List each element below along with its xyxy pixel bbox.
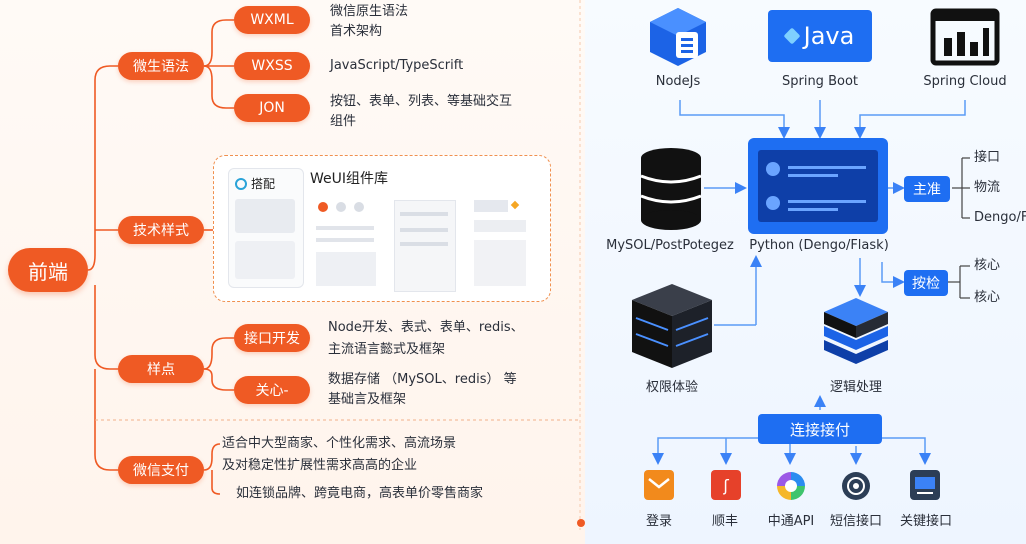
check-item-core-2: 核心 (974, 290, 1001, 305)
sf-logo-icon: ʃ (711, 470, 741, 500)
pay-desc-2: 及对稳定性扩展性需求高高的企业 (222, 458, 418, 473)
main-item-logistics: 物流 (974, 180, 1001, 195)
nodejs-icon (646, 6, 710, 68)
node-care[interactable]: 关心- (234, 376, 310, 404)
wxss-desc: JavaScript/TypeScrift (330, 58, 464, 73)
java-text: Java (803, 22, 855, 50)
node-wxss[interactable]: WXSS (234, 52, 310, 80)
check-button[interactable]: 按检 (904, 270, 948, 296)
check-item-core-1: 核心 (974, 258, 1001, 273)
server-label: 权限体验 (645, 380, 698, 395)
wxml-desc-2: 首术架构 (330, 24, 383, 39)
server-stack-icon (630, 282, 714, 370)
main-item-dengo: Dengo/F (974, 210, 1026, 225)
bottom-item-sms: 短信接口 (829, 514, 882, 529)
bottom-item-zto: 中通API (767, 514, 815, 529)
bottom-item-key: 关键接口 (899, 514, 952, 529)
api-desc-2: 主流语言懿式及框架 (328, 342, 446, 357)
db-label: MySOL/PostPotegez (606, 238, 734, 253)
jon-desc-2: 组件 (330, 114, 357, 129)
pay-desc-1: 适合中大型商家、个性化需求、高流场景 (222, 436, 457, 451)
branch-syntax[interactable]: 微生语法 (118, 52, 204, 80)
main-item-api: 接口 (974, 150, 1001, 165)
weui-title: WeUI组件库 (310, 171, 389, 187)
api-desc-1: Node开发、表式、表单、redis、 (328, 320, 524, 335)
node-api[interactable]: 接口开发 (234, 324, 310, 352)
java-icon: Java (768, 10, 872, 62)
nodejs-label: NodeJs (655, 74, 701, 89)
main-button[interactable]: 主准 (904, 176, 950, 202)
wxml-desc-1: 微信原生语法 (330, 4, 409, 19)
node-wxml[interactable]: WXML (234, 6, 310, 34)
root-node[interactable]: 前端 (8, 248, 88, 292)
logic-label: 逻辑处理 (829, 380, 882, 395)
mindmap-connectors (87, 0, 585, 530)
node-jon[interactable]: JON (234, 94, 310, 122)
branch-style[interactable]: 技术样式 (118, 216, 204, 244)
zto-logo-icon (775, 470, 807, 502)
connect-button[interactable]: 连接接付 (758, 414, 882, 444)
sms-icon (840, 470, 872, 502)
weui-tag: 搭配 (251, 177, 276, 191)
python-server-icon (748, 138, 888, 234)
radio-icon (235, 177, 247, 190)
care-desc-1: 数据存储 （MySOL、redis） 等 (328, 372, 517, 387)
branch-points[interactable]: 样点 (118, 355, 204, 383)
bottom-item-sf: 顺丰 (711, 514, 738, 529)
spring-boot-label: Spring Boot (781, 74, 858, 89)
jon-desc-1: 按钮、表单、列表、等基础交互 (330, 94, 513, 109)
key-api-icon (910, 470, 940, 500)
branch-wechat-pay[interactable]: 微信支付 (118, 456, 204, 484)
python-label: Python (Dengo/Flask) (749, 238, 889, 253)
weui-preview-box: 搭配 WeUI组件库 (213, 155, 551, 302)
weui-card: 搭配 (228, 168, 304, 288)
care-desc-2: 基础言及框架 (328, 392, 407, 407)
bar-chart-icon (930, 8, 1000, 66)
pay-desc-3: 如连锁品牌、跨竟电商，高表单价零售商家 (236, 486, 484, 501)
mail-icon (644, 470, 674, 500)
bottom-item-login: 登录 (645, 514, 672, 529)
spring-cloud-label: Spring Cloud (923, 74, 1007, 89)
database-icon (638, 146, 704, 232)
layers-icon (822, 296, 890, 366)
